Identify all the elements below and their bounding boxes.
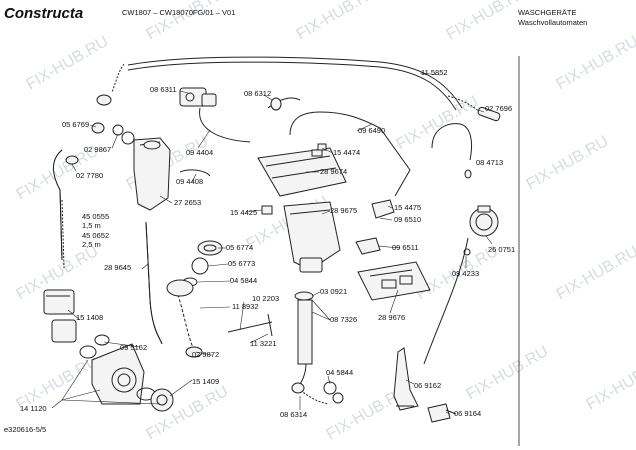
part-label: 08 6312 (244, 89, 271, 98)
part-label: 15 4475 (394, 203, 421, 212)
part-label: 15 4474 (333, 148, 360, 157)
part-label: 05 6774 (226, 243, 253, 252)
part-label: 11 5852 (421, 68, 448, 77)
part-label: 06 9162 (414, 381, 441, 390)
watermark-text: FIX-HUB.RU (554, 243, 636, 304)
part-label: 08 6314 (280, 410, 307, 419)
part-label: 28 9675 (330, 206, 357, 215)
watermark-text: FIX-HUB.RU (554, 33, 636, 94)
watermark-text: FIX-HUB.RU (24, 33, 112, 94)
part-label: 09 4408 (176, 177, 203, 186)
part-label: 04 5844 (230, 276, 257, 285)
part-label: 09 5162 (120, 343, 147, 352)
part-label: 45 0652 (82, 231, 109, 240)
watermark-text: FIX-HUB.RU (144, 0, 232, 43)
part-label: 09 6510 (394, 215, 421, 224)
part-label: 2,5 m (82, 240, 101, 249)
part-label: 26 0751 (488, 245, 515, 254)
watermark-text: FIX-HUB.RU (584, 353, 636, 414)
part-label: 14 1120 (20, 404, 47, 413)
part-label: 06 9164 (454, 409, 481, 418)
part-label: 09 6511 (392, 243, 419, 252)
part-label: 02 7696 (485, 104, 512, 113)
watermark-text: FIX-HUB.RU (464, 343, 552, 404)
part-label: 02 7780 (76, 171, 103, 180)
parts-drawing (43, 56, 501, 423)
part-label: 05 6773 (228, 259, 255, 268)
drawing-code: e320616-5/5 (4, 425, 46, 434)
part-labels: 11 5852 08 6311 08 6312 05 6769 02 7696 … (20, 68, 515, 419)
watermark-text: FIX-HUB.RU (394, 93, 482, 154)
part-label: 1,5 m (82, 221, 101, 230)
part-label: 15 4425 (230, 208, 257, 217)
brand-logo: Constructa (4, 5, 83, 22)
part-label: 28 9674 (320, 167, 347, 176)
part-label: 09 4233 (452, 269, 479, 278)
part-label: 15 1408 (76, 313, 103, 322)
model-title: CW1807 – CW18070FG/01 – V01 (122, 8, 235, 17)
header: Constructa CW1807 – CW18070FG/01 – V01 W… (4, 5, 587, 27)
watermark-text: FIX-HUB.RU (524, 133, 612, 194)
part-label: 27 2653 (174, 198, 201, 207)
part-label: 28 9676 (378, 313, 405, 322)
part-label: 04 5844 (326, 368, 353, 377)
part-label: 08 7326 (330, 315, 357, 324)
part-label: 02 9867 (84, 145, 111, 154)
part-label: 10 2203 (252, 294, 279, 303)
part-label: 28 9645 (104, 263, 131, 272)
part-label: 15 1409 (192, 377, 219, 386)
part-label: 11 8932 (232, 302, 259, 311)
leader-lines (51, 72, 493, 415)
part-label: 03 0921 (320, 287, 347, 296)
part-label: 05 6769 (62, 120, 89, 129)
category-subtitle: Waschvollautomaten (518, 18, 587, 27)
part-label: 02 9872 (192, 350, 219, 359)
category-title: WASCHGERÄTE (518, 8, 576, 17)
watermark-text: FIX-HUB.RU (294, 0, 382, 43)
part-label: 09 4404 (186, 148, 213, 157)
part-label: 45 0555 (82, 212, 109, 221)
part-label: 09 6490 (358, 126, 385, 135)
part-label: 11 3221 (250, 339, 277, 348)
part-label: 08 6311 (150, 85, 177, 94)
part-label: 08 4713 (476, 158, 503, 167)
